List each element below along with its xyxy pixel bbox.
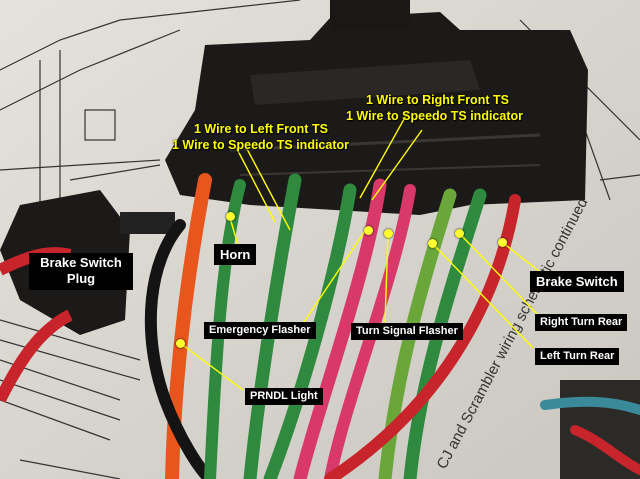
emergency-dot	[363, 225, 373, 235]
label-emergency-flasher: Emergency Flasher	[204, 322, 316, 339]
label-brake-switch: Brake Switch	[530, 271, 624, 292]
label-right-turn-rear: Right Turn Rear	[535, 314, 628, 331]
connector	[165, 0, 588, 215]
turn-flasher-dot	[383, 228, 393, 238]
label-prndl-light: PRNDL Light	[245, 388, 323, 405]
right-rear-dot	[454, 228, 464, 238]
label-brake-switch-plug: Brake Switch Plug	[29, 253, 133, 290]
horn-dot	[225, 211, 235, 221]
label-right-front-ts: 1 Wire to Right Front TS	[366, 93, 509, 107]
label-turn-signal-flasher: Turn Signal Flasher	[351, 323, 463, 340]
left-rear-dot	[427, 238, 437, 248]
prndl-dot	[175, 338, 185, 348]
label-horn: Horn	[214, 244, 257, 265]
label-right-speedo-ts: 1 Wire to Speedo TS indicator	[346, 109, 523, 123]
leader-lines	[179, 111, 541, 391]
label-left-speedo-ts: 1 Wire to Speedo TS indicator	[172, 138, 349, 152]
label-left-turn-rear: Left Turn Rear	[535, 348, 620, 365]
label-left-front-ts: 1 Wire to Left Front TS	[194, 122, 328, 136]
brake-switch-dot	[497, 237, 507, 247]
